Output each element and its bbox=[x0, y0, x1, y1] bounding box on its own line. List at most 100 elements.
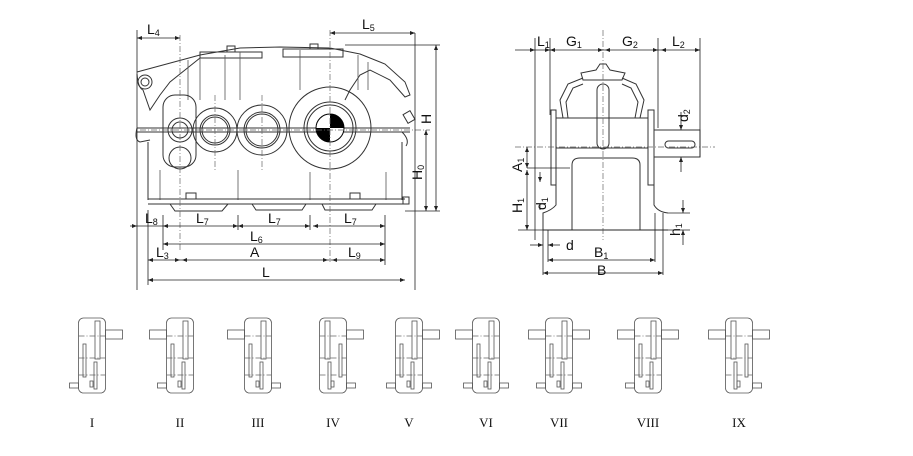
assembly-type-label: VIII bbox=[637, 415, 659, 430]
upper-shell-right-inner bbox=[621, 83, 639, 119]
upper-shell-left-inner bbox=[565, 83, 584, 119]
output-shaft-right bbox=[105, 329, 123, 340]
input-shaft-left bbox=[463, 382, 473, 389]
top-bolt-left bbox=[226, 45, 236, 53]
upper-shell-right bbox=[621, 77, 645, 119]
dim-H1: H1 bbox=[509, 170, 529, 230]
top-cap bbox=[580, 63, 626, 81]
input-shaft-right bbox=[422, 382, 432, 389]
gear-small bbox=[560, 361, 565, 390]
gear-middle bbox=[170, 343, 175, 378]
base-right-foot bbox=[653, 185, 669, 214]
dim-label: L7 bbox=[344, 210, 357, 227]
output-shaft-left bbox=[617, 329, 635, 340]
pinion bbox=[255, 380, 260, 388]
base-left-foot bbox=[542, 185, 557, 230]
input-shaft-left bbox=[536, 382, 546, 389]
output-shaft-left bbox=[149, 329, 167, 340]
gear-middle bbox=[476, 343, 481, 378]
top-cover-plate-right bbox=[282, 48, 344, 58]
input-shaft-boss bbox=[162, 94, 197, 168]
shaft-keyway bbox=[664, 140, 696, 149]
dim-L1: L1 bbox=[515, 33, 550, 52]
right-cover bbox=[647, 109, 655, 186]
gear-small bbox=[327, 361, 332, 390]
gear-large bbox=[411, 320, 418, 360]
pinion bbox=[330, 380, 335, 388]
pinion bbox=[556, 380, 561, 388]
dim-A1: A1 bbox=[509, 147, 529, 172]
dim-L5: L5 bbox=[330, 16, 415, 35]
gear-middle bbox=[82, 343, 87, 378]
gear-middle bbox=[399, 343, 404, 378]
assembly-type-2: II bbox=[149, 317, 194, 430]
gear-small bbox=[733, 361, 738, 390]
dim-label: d1 bbox=[533, 197, 550, 210]
output-shaft-left bbox=[227, 329, 245, 340]
dim-H: H bbox=[418, 45, 438, 211]
assembly-type-9: IX bbox=[708, 317, 770, 430]
dim-L9: L9 bbox=[330, 244, 385, 262]
dim-L7-second: L7 bbox=[238, 210, 310, 228]
output-shaft-right bbox=[752, 329, 770, 340]
gear-large bbox=[94, 320, 101, 360]
dim-label: L3 bbox=[156, 244, 169, 261]
dim-label: L7 bbox=[196, 210, 209, 227]
main-housing bbox=[555, 117, 649, 149]
output-shaft-left bbox=[528, 329, 546, 340]
dim-label: d bbox=[566, 237, 574, 253]
dim-B1: B1 bbox=[548, 244, 655, 262]
input-shaft-left bbox=[157, 382, 167, 389]
top-bolt-right bbox=[309, 43, 319, 50]
assembly-type-label: VII bbox=[550, 415, 568, 430]
dim-label: H1 bbox=[509, 198, 526, 213]
gear-large bbox=[650, 320, 657, 360]
dim-L7-third: L7 bbox=[313, 210, 385, 228]
input-shaft-right bbox=[499, 382, 509, 389]
gear-large bbox=[488, 320, 495, 360]
dim-label: L1 bbox=[537, 33, 550, 50]
assembly-type-1: I bbox=[69, 317, 123, 430]
assembly-type-label: IX bbox=[732, 415, 746, 430]
housing-outline bbox=[725, 317, 753, 394]
dim-L7-first: L7 bbox=[163, 210, 238, 228]
lifting-lug-left bbox=[136, 57, 201, 112]
input-shaft-left bbox=[69, 382, 79, 389]
left-cover bbox=[550, 109, 557, 186]
pinion bbox=[483, 380, 488, 388]
dim-L4: L4 bbox=[137, 21, 180, 40]
output-shaft-right bbox=[346, 329, 364, 340]
output-shaft-stub bbox=[653, 129, 701, 158]
housing-outline bbox=[166, 317, 194, 394]
gear-large bbox=[182, 320, 189, 360]
gear-small bbox=[410, 361, 415, 390]
dim-d1: d1 bbox=[533, 172, 550, 210]
dim-label: d2 bbox=[675, 109, 692, 122]
input-shaft-right bbox=[271, 382, 281, 389]
input-shaft-right bbox=[572, 382, 582, 389]
dim-L: L bbox=[148, 264, 405, 282]
dim-label: L bbox=[262, 264, 270, 280]
dim-label: L8 bbox=[145, 210, 158, 227]
dim-L3: L3 bbox=[148, 244, 180, 262]
dim-label: H bbox=[418, 114, 434, 124]
base-feet bbox=[169, 203, 377, 212]
dim-label: B bbox=[597, 262, 606, 278]
dim-h1: h1 bbox=[667, 200, 690, 245]
gear-large bbox=[730, 320, 737, 360]
assembly-type-label: II bbox=[176, 415, 185, 430]
dim-label: B1 bbox=[594, 244, 608, 261]
assembly-type-label: V bbox=[404, 415, 414, 430]
dim-H0: H0 bbox=[409, 130, 428, 211]
flange-right-lip bbox=[401, 131, 408, 147]
input-shaft-left bbox=[625, 382, 635, 389]
assembly-type-6: VI bbox=[455, 317, 509, 430]
housing-outline bbox=[319, 317, 347, 394]
gear-small bbox=[259, 361, 264, 390]
dim-label: L9 bbox=[348, 244, 361, 261]
output-shaft-left bbox=[708, 329, 726, 340]
dim-G2: G2 bbox=[603, 33, 658, 52]
dim-label: L6 bbox=[250, 228, 263, 245]
pinion bbox=[177, 380, 182, 388]
assembly-type-3: III bbox=[227, 317, 281, 430]
